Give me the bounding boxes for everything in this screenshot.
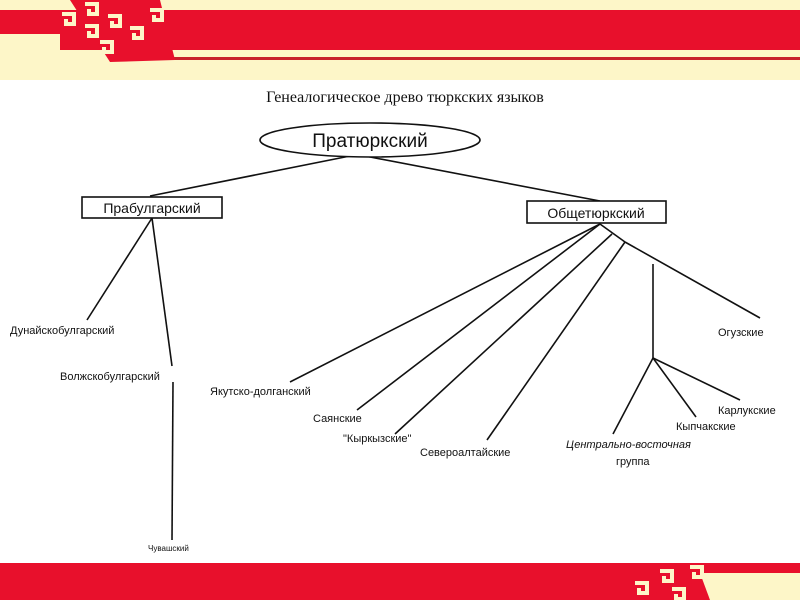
leaf-north-altai: Североалтайские <box>420 447 510 459</box>
leaf-chuvash: Чувашский <box>148 544 189 553</box>
leaf-danube-bulgar: Дунайскобулгарский <box>10 325 114 337</box>
chuvash-ornament-icon <box>635 565 800 600</box>
leaf-kipchak: Кыпчакские <box>676 421 736 433</box>
leaf-karluk: Карлукские <box>718 405 776 417</box>
common-turkic-label: Общетюркский <box>547 205 644 221</box>
root-label: Пратюркский <box>312 131 427 152</box>
ornament-stripe <box>0 10 70 34</box>
root-node <box>259 122 481 158</box>
ornament-line <box>165 57 800 60</box>
leaf-oghuz: Огузские <box>718 327 764 339</box>
common-turkic-node <box>526 200 667 224</box>
leaf-kyrgyz: "Кыркызские" <box>343 433 412 445</box>
prabulgar-label: Прабулгарский <box>103 200 200 216</box>
top-ornament-band <box>0 0 800 80</box>
leaf-sayan: Саянские <box>313 413 362 425</box>
bottom-ornament-band <box>0 563 800 600</box>
ornament-stripe <box>60 10 800 50</box>
leaf-yakut-dolgan: Якутско-долганский <box>210 386 311 398</box>
chuvash-ornament-icon <box>62 0 175 62</box>
leaf-central-east-group: группа <box>616 456 650 468</box>
prabulgar-node <box>81 196 223 219</box>
tree-edges <box>86 155 761 541</box>
leaf-volga-bulgar: Волжскобулгарский <box>60 371 160 383</box>
leaf-central-east: Центрально-восточная <box>566 439 691 451</box>
diagram-title: Генеалогическое древо тюркских языков <box>266 89 544 106</box>
